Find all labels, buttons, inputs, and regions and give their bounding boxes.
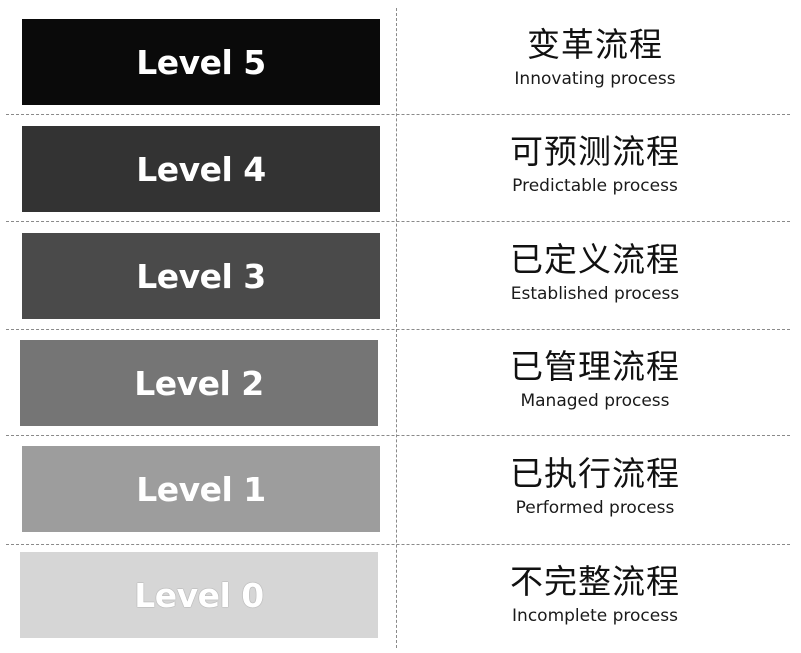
english-name: Predictable process — [512, 176, 678, 196]
level-5-description: 变革流程 Innovating process — [400, 26, 790, 90]
chinese-name: 已定义流程 — [510, 240, 680, 279]
row-divider — [6, 435, 790, 436]
level-3-description: 已定义流程 Established process — [400, 241, 790, 305]
level-4-box: Level 4 — [22, 126, 380, 212]
level-2-box: Level 2 — [20, 340, 378, 426]
level-1-box: Level 1 — [22, 446, 380, 532]
row-divider — [6, 221, 790, 222]
english-name: Managed process — [520, 391, 670, 411]
english-name: Established process — [510, 284, 680, 304]
chinese-name: 已管理流程 — [510, 347, 680, 386]
level-5-box: Level 5 — [22, 19, 380, 105]
english-name: Innovating process — [514, 69, 676, 89]
level-0-box: Level 0 — [20, 552, 378, 638]
level-label: Level 3 — [136, 256, 266, 296]
level-3-box: Level 3 — [22, 233, 380, 319]
level-0-description: 不完整流程 Incomplete process — [400, 563, 790, 627]
chinese-name: 变革流程 — [527, 25, 663, 64]
row-divider — [6, 114, 790, 115]
level-4-description: 可预测流程 Predictable process — [400, 133, 790, 197]
vertical-divider — [396, 8, 397, 648]
row-divider — [6, 544, 790, 545]
level-label: Level 5 — [136, 42, 266, 82]
chinese-name: 已执行流程 — [510, 454, 680, 493]
english-name: Performed process — [515, 498, 675, 518]
chinese-name: 可预测流程 — [510, 132, 680, 171]
level-label: Level 2 — [134, 363, 264, 403]
level-2-description: 已管理流程 Managed process — [400, 348, 790, 412]
level-label: Level 4 — [136, 149, 266, 189]
chinese-name: 不完整流程 — [510, 562, 680, 601]
level-label: Level 1 — [136, 469, 266, 509]
level-1-description: 已执行流程 Performed process — [400, 455, 790, 519]
level-label: Level 0 — [134, 575, 264, 615]
english-name: Incomplete process — [512, 606, 678, 626]
row-divider — [6, 329, 790, 330]
